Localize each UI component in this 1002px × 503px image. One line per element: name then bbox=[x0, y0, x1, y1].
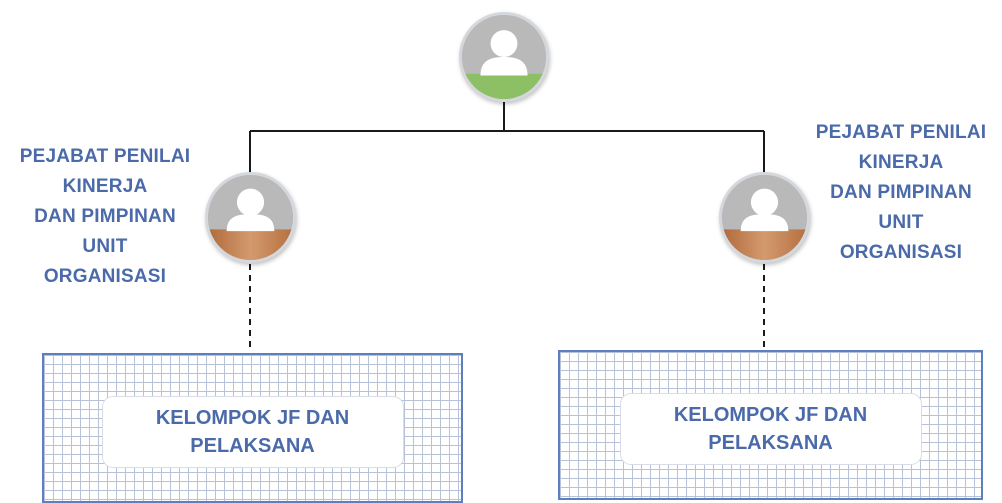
role-label-line: PEJABAT PENILAI bbox=[19, 146, 191, 167]
group-label-line: PELAKSANA bbox=[190, 435, 315, 457]
left-person-avatar bbox=[205, 172, 296, 263]
group-label-line: KELOMPOK JF DAN bbox=[673, 404, 868, 426]
right-role-label: PEJABAT PENILAI KINERJA DAN PIMPINAN UNI… bbox=[796, 118, 1002, 268]
right-person-avatar bbox=[719, 172, 810, 263]
top-person-avatar bbox=[459, 12, 549, 102]
left-group-label: KELOMPOK JF DAN PELAKSANA bbox=[102, 397, 403, 467]
role-label-line: KINERJA bbox=[858, 152, 944, 173]
right-group-label: KELOMPOK JF DAN PELAKSANA bbox=[620, 394, 921, 464]
group-label-line: KELOMPOK JF DAN bbox=[155, 407, 350, 429]
group-label-line: PELAKSANA bbox=[708, 432, 833, 454]
person-icon bbox=[722, 175, 807, 260]
right-group-box: KELOMPOK JF DAN PELAKSANA bbox=[558, 350, 983, 500]
person-icon bbox=[462, 15, 546, 99]
role-label-line: KINERJA bbox=[62, 176, 148, 197]
role-label-line: DAN PIMPINAN bbox=[34, 206, 176, 227]
role-label-line: UNIT bbox=[878, 212, 924, 233]
left-role-label: PEJABAT PENILAI KINERJA DAN PIMPINAN UNI… bbox=[0, 142, 210, 292]
left-group-box: KELOMPOK JF DAN PELAKSANA bbox=[42, 353, 463, 503]
role-label-line: UNIT bbox=[82, 236, 128, 257]
role-label-line: ORGANISASI bbox=[43, 266, 167, 287]
role-label-line: ORGANISASI bbox=[839, 242, 963, 263]
person-icon bbox=[208, 175, 293, 260]
role-label-line: PEJABAT PENILAI bbox=[815, 122, 987, 143]
role-label-line: DAN PIMPINAN bbox=[830, 182, 972, 203]
